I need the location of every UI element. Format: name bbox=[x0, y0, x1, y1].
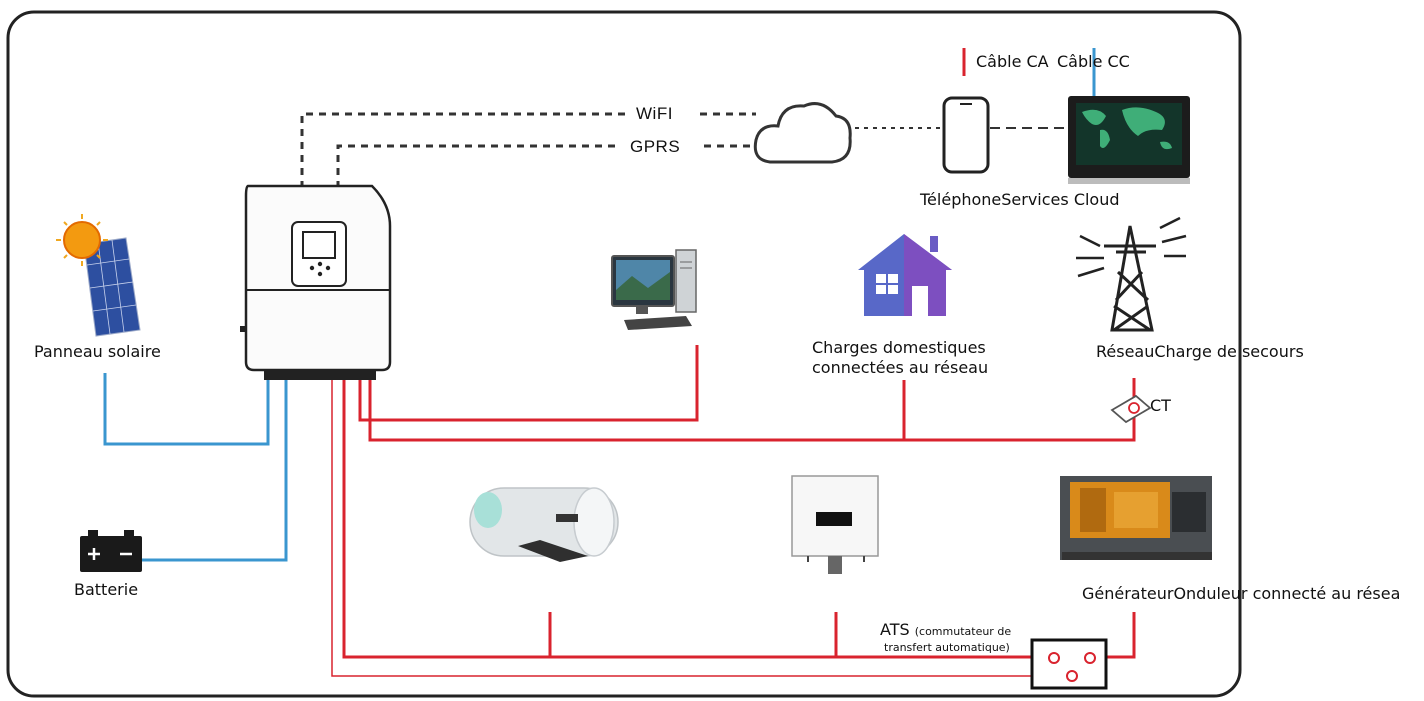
dc-cables bbox=[103, 373, 288, 562]
inverter-icon bbox=[240, 184, 392, 380]
ats-box-icon bbox=[1030, 638, 1108, 690]
comm-lines bbox=[300, 112, 1068, 188]
ats-desc-line2: transfert automatique) bbox=[884, 641, 1010, 654]
legend-dc-label: Câble CC bbox=[1057, 52, 1130, 71]
ct-label: CT bbox=[1150, 396, 1171, 415]
generator-icon bbox=[1060, 476, 1212, 560]
generator-ongrid-label: GénérateurOnduleur connecté au résea bbox=[1082, 584, 1401, 603]
legend-ac-label: Câble CA bbox=[976, 52, 1049, 71]
desktop-pc-icon bbox=[611, 249, 697, 330]
phone-cloud-label: TéléphoneServices Cloud bbox=[920, 190, 1120, 209]
solar-panel-label: Panneau solaire bbox=[34, 342, 161, 361]
battery-icon bbox=[80, 530, 142, 572]
grid-backup-label: RéseauCharge de secours bbox=[1096, 342, 1304, 361]
ac-cables-thin bbox=[331, 378, 1070, 677]
wifi-label: WiFI bbox=[636, 104, 673, 123]
solar-panel-icon bbox=[56, 214, 141, 337]
diagram-frame bbox=[6, 10, 1242, 698]
ct-sensor-icon bbox=[1110, 394, 1152, 424]
cloud-icon bbox=[753, 102, 852, 164]
monitor-icon bbox=[1068, 96, 1190, 184]
battery-label: Batterie bbox=[74, 580, 139, 599]
house-icon bbox=[858, 234, 952, 316]
ats-name: ATS bbox=[880, 620, 910, 639]
ats-label: ATS (commutateur de bbox=[880, 620, 1011, 640]
home-loads-label-line2: connectées au réseau bbox=[812, 358, 989, 377]
gprs-label: GPRS bbox=[630, 137, 681, 156]
phone-icon bbox=[942, 96, 990, 174]
ats-desc-line1: (commutateur de bbox=[914, 625, 1012, 638]
water-heater-icon bbox=[469, 487, 619, 562]
ongrid-inverter-icon bbox=[791, 475, 879, 574]
power-tower-icon bbox=[1076, 216, 1187, 332]
home-loads-label-line1: Charges domestiques bbox=[812, 338, 986, 357]
